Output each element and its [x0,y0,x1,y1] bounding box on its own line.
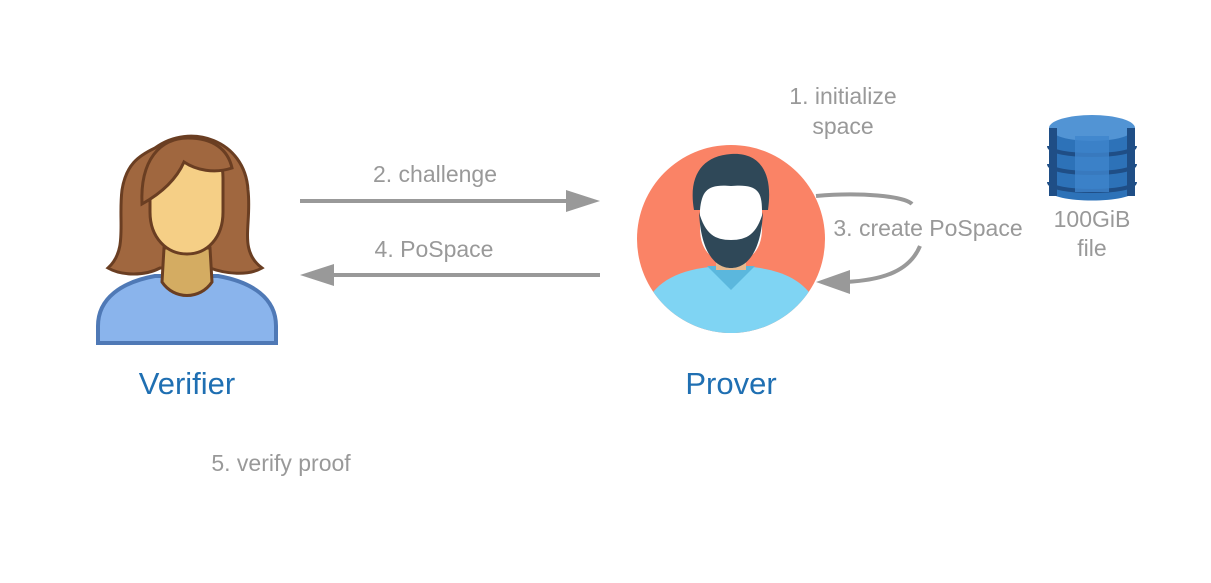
create-pospace-loop-arrow [815,192,922,294]
challenge-arrow [300,190,600,212]
step-challenge-label: 2. challenge [373,161,497,187]
pospace-arrow [300,264,600,286]
step-pospace-label: 4. PoSpace [375,236,494,262]
prover-avatar-icon [637,145,825,333]
step-initialize-label-line1: 1. initialize [789,83,896,109]
database-icon [1047,115,1137,201]
step-initialize-label-line2: space [812,113,873,139]
storage-file-label: file [1077,235,1106,261]
step-verify-proof-label: 5. verify proof [211,450,351,476]
step-create-pospace-label: 3. create PoSpace [833,215,1022,241]
verifier-label: Verifier [139,366,235,401]
verifier-avatar-icon [96,134,278,345]
prover-label: Prover [685,366,776,401]
storage-size-label: 100GiB [1054,206,1131,232]
